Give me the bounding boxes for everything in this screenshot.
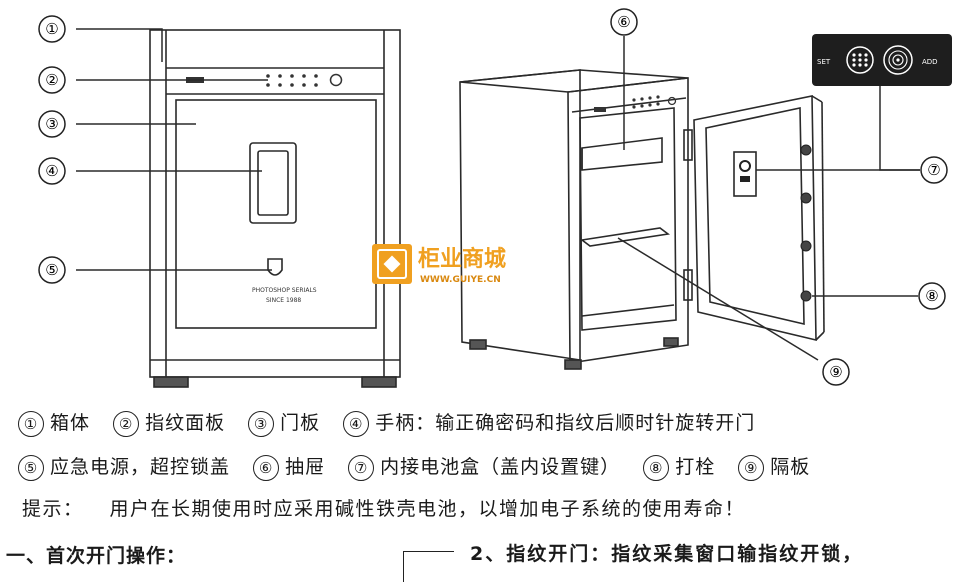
legend-num: ⑦ <box>348 454 375 481</box>
legend-item: ① 箱体 <box>18 410 91 437</box>
legend-text: 指纹面板 <box>145 412 226 434</box>
legend-text: 门板 <box>280 412 321 434</box>
callout-6: ⑥ <box>617 13 630 31</box>
callout-3: ③ <box>45 115 58 133</box>
legend-item: ⑤ 应急电源，超控锁盖 <box>18 454 231 481</box>
legend-text: 隔板 <box>770 456 811 478</box>
legend-num: ⑧ <box>643 454 670 481</box>
tip-text: 用户在长期使用时应采用碱性铁壳电池，以增加电子系统的使用寿命！ <box>109 498 746 520</box>
legend-num: ② <box>113 410 140 437</box>
front-leader-lines <box>76 28 272 271</box>
tip-line: 提示： 用户在长期使用时应采用碱性铁壳电池，以增加电子系统的使用寿命！ <box>22 494 745 521</box>
legend-text: 抽屉 <box>285 456 326 478</box>
legend-text: 应急电源，超控锁盖 <box>50 456 231 478</box>
battery-box <box>733 151 757 197</box>
safe-diagram: PHOTOSHOP SERIALS SINCE 1988 ① ② ③ ④ ⑤ <box>38 8 952 388</box>
callout-8: ⑧ <box>925 287 938 305</box>
tip-label: 提示： <box>22 498 84 520</box>
watermark-url: WWW.GUIYE.CN <box>420 275 501 285</box>
right-leader-lines <box>617 36 920 361</box>
legend-text: 内接电池盒（盖内设置键） <box>380 456 621 478</box>
legend-text: 打栓 <box>675 456 716 478</box>
legend-text: 箱体 <box>50 412 91 434</box>
legend-text: 手柄：输正确密码和指纹后顺时针旋转开门 <box>375 412 756 434</box>
badge-line2: SINCE 1988 <box>266 297 301 304</box>
right-callouts: ⑥ ⑦ ⑧ ⑨ <box>610 8 948 386</box>
callout-7: ⑦ <box>927 161 940 179</box>
front-safe <box>149 29 401 388</box>
callout-9: ⑨ <box>829 363 842 381</box>
section-heading-fingerprint-open: 2、指纹开门：指纹采集窗口输指纹开锁， <box>470 543 864 565</box>
callout-5: ⑤ <box>45 261 58 279</box>
callout-4: ④ <box>45 162 58 180</box>
legend-num: ① <box>18 410 44 437</box>
callout-2: ② <box>45 71 58 89</box>
open-safe <box>459 69 825 370</box>
watermark: 柜业商城 WWW.GUIYE.CN <box>372 244 506 285</box>
badge-line1: PHOTOSHOP SERIALS <box>252 287 317 294</box>
callout-1: ① <box>45 20 58 38</box>
watermark-brand: 柜业商城 <box>418 246 506 272</box>
keypad-panel: SET ADD <box>812 34 952 86</box>
legend-num: ⑤ <box>18 454 44 481</box>
bolts <box>800 144 812 302</box>
keypad-set-label: SET <box>817 58 831 66</box>
keypad-add-label: ADD <box>922 58 938 66</box>
fingerprint-panel-open <box>594 95 677 112</box>
bracket-line <box>403 551 454 582</box>
section-heading-first-open: 一、首次开门操作： <box>6 545 187 567</box>
legend-num: ④ <box>343 410 370 437</box>
legend-num: ⑥ <box>253 454 280 481</box>
shield-icon <box>267 258 283 276</box>
legend-num: ③ <box>248 410 275 437</box>
legend-num: ⑨ <box>738 454 765 481</box>
front-callouts: ① ② ③ ④ ⑤ <box>38 15 66 284</box>
